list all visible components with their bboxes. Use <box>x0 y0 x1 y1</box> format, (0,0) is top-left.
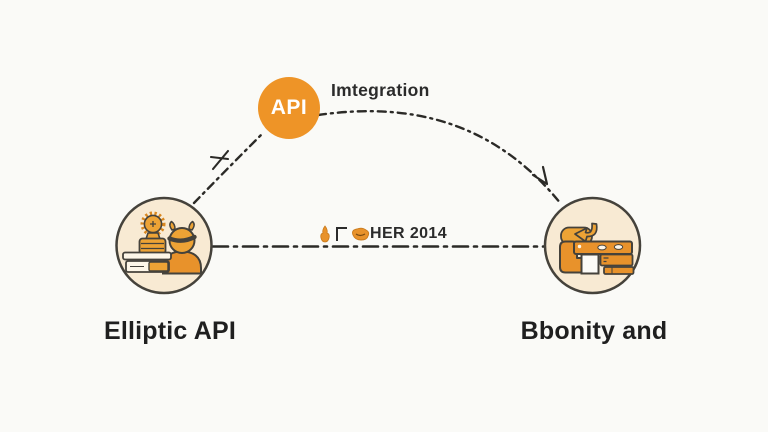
corner-bracket-icon <box>336 227 347 241</box>
connector-left-to-api <box>192 130 266 205</box>
arc-label: Imtegration <box>331 80 430 100</box>
flame-icon <box>320 225 330 243</box>
connector-api-to-right <box>316 110 563 206</box>
right-node-label: Bbonity and <box>520 317 668 345</box>
api-badge-label: API <box>270 96 308 119</box>
cursor-arrow-icon <box>574 222 598 243</box>
mid-cluster: HER 2014 <box>320 224 447 244</box>
gear-spikes-icon <box>140 211 166 237</box>
storefront-with-cursor-icon <box>559 222 635 275</box>
counter-dot <box>577 244 582 249</box>
drawer-handle <box>603 257 609 263</box>
vent-right <box>613 244 624 250</box>
drawer-top <box>599 253 634 267</box>
door <box>580 253 600 275</box>
vent-left <box>597 244 607 251</box>
arrowhead-up-icon <box>209 149 230 171</box>
scholar-with-books-icon <box>122 211 202 275</box>
left-node-label: Elliptic API <box>103 317 237 345</box>
horns-icon <box>169 220 195 231</box>
book-bottom-accent <box>148 261 169 272</box>
book-shelf <box>122 251 172 261</box>
right-node <box>543 196 642 295</box>
mid-label: HER 2014 <box>370 225 448 242</box>
arrowhead-down-right-icon <box>531 165 549 186</box>
left-node <box>115 196 213 295</box>
paw-blob-icon <box>352 227 370 241</box>
jar-bands <box>141 242 164 250</box>
api-badge: API <box>258 77 320 139</box>
gear-center-mark <box>150 221 156 227</box>
sunglasses-icon <box>167 234 197 243</box>
drawer-bottom <box>603 266 635 275</box>
